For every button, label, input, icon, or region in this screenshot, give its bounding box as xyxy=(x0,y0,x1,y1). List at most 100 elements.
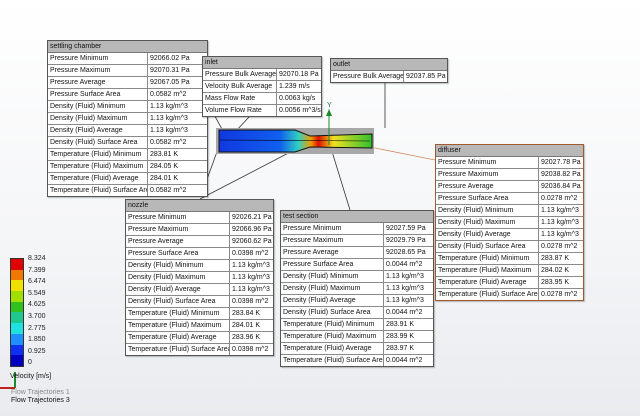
parameter-value: 1.13 kg/m^3 xyxy=(541,219,579,226)
parameter-value: 283.84 K xyxy=(232,310,261,317)
parameter-value: 92067.05 Pa xyxy=(150,79,190,86)
parameter-value: 92029.79 Pa xyxy=(386,237,426,244)
parameter-value: 92038.82 Pa xyxy=(541,171,581,178)
parameter-name: Temperature (Fluid) Average xyxy=(48,173,148,184)
parameter-value: 1.13 kg/m^3 xyxy=(232,286,270,293)
parameter-value: 0.0044 m^2 xyxy=(386,261,423,268)
parameter-name: Pressure Surface Area xyxy=(436,193,539,204)
parameter-value: 0.0044 m^2 xyxy=(386,357,423,364)
parameter-value: 92060.62 Pa xyxy=(232,238,272,245)
parameter-value: 1.13 kg/m^3 xyxy=(232,262,270,269)
color-band xyxy=(11,280,23,292)
parameter-value: 1.13 kg/m^3 xyxy=(150,115,188,122)
parameter-value: 92037.85 Pa xyxy=(406,73,446,80)
parameter-name: Pressure Minimum xyxy=(281,223,384,234)
legend-tick-label: 7.399 xyxy=(28,266,46,274)
parameter-name: Pressure Bulk Average xyxy=(205,69,277,80)
velocity-color-bar xyxy=(10,258,24,367)
parameter-name: Temperature (Fluid) Maximum xyxy=(126,320,230,331)
parameter-value: 283.95 K xyxy=(541,279,570,286)
parameter-value: 92027.78 Pa xyxy=(541,159,581,166)
legend-title: Velocity [m/s] xyxy=(10,373,52,380)
parameter-name: Pressure Average xyxy=(436,181,539,192)
parameter-name: Pressure Minimum xyxy=(126,212,230,223)
parameter-name: Temperature (Fluid) Minimum xyxy=(48,149,148,160)
color-band xyxy=(11,355,23,366)
parameter-value: 283.99 K xyxy=(386,333,415,340)
parameter-name: Density (Fluid) Average xyxy=(436,229,539,240)
parameter-name: Density (Fluid) Average xyxy=(281,295,384,306)
parameter-value: 284.01 K xyxy=(150,175,179,182)
parameter-name: Pressure Average xyxy=(126,236,230,247)
legend-tick-label: 5.549 xyxy=(28,289,46,297)
legend-tick-label: 1.850 xyxy=(28,336,46,344)
legend-tick-label: 3.700 xyxy=(28,313,46,320)
parameter-name: Temperature (Fluid) Surface Area xyxy=(438,289,539,300)
parameter-value: 0.0582 m^2 xyxy=(150,187,187,194)
parameter-name: Temperature (Fluid) Surface Area xyxy=(283,355,384,366)
parameter-name: Temperature (Fluid) Average xyxy=(281,343,384,354)
orientation-triad xyxy=(0,372,16,389)
parameter-value: 92066.96 Pa xyxy=(232,226,272,233)
parameter-value: 0.0398 m^2 xyxy=(232,250,269,257)
parameter-value: 284.02 K xyxy=(541,267,570,274)
parameter-name: Temperature (Fluid) Maximum xyxy=(436,265,539,276)
parameter-name: Density (Fluid) Average xyxy=(48,125,148,136)
parameter-name: Temperature (Fluid) Minimum xyxy=(126,308,230,319)
parameter-value: 283.91 K xyxy=(386,321,415,328)
parameter-name: Density (Fluid) Maximum xyxy=(48,113,148,124)
parameter-name: Temperature (Fluid) Surface Area xyxy=(50,185,148,196)
parameter-name: Temperature (Fluid) Minimum xyxy=(436,253,539,264)
parameter-name: Density (Fluid) Maximum xyxy=(436,217,539,228)
parameter-value: 283.81 K xyxy=(150,151,179,158)
table-title: diffuser xyxy=(436,145,583,157)
parameter-name: Velocity Bulk Average xyxy=(203,81,277,92)
parameter-name: Density (Fluid) Maximum xyxy=(281,283,384,294)
parameter-name: Pressure Minimum xyxy=(436,157,539,168)
wind-tunnel-model[interactable] xyxy=(216,128,374,154)
plot-item-flow-trajectories-3[interactable]: Flow Trajectories 3 xyxy=(11,397,70,404)
color-band xyxy=(11,323,23,334)
plot-item-flow-trajectories-1[interactable]: Flow Trajectories 1 xyxy=(11,389,70,396)
parameter-name: Density (Fluid) Minimum xyxy=(281,271,384,282)
color-band xyxy=(11,291,23,302)
parameter-name: Density (Fluid) Minimum xyxy=(48,101,148,112)
parameter-name: Temperature (Fluid) Maximum xyxy=(281,331,384,342)
legend-tick-label: 6.474 xyxy=(28,278,46,286)
color-band xyxy=(11,333,23,345)
parameter-value: 283.96 K xyxy=(232,334,261,341)
parameter-value: 92028.65 Pa xyxy=(386,249,426,256)
parameter-name: Temperature (Fluid) Minimum xyxy=(281,319,384,330)
